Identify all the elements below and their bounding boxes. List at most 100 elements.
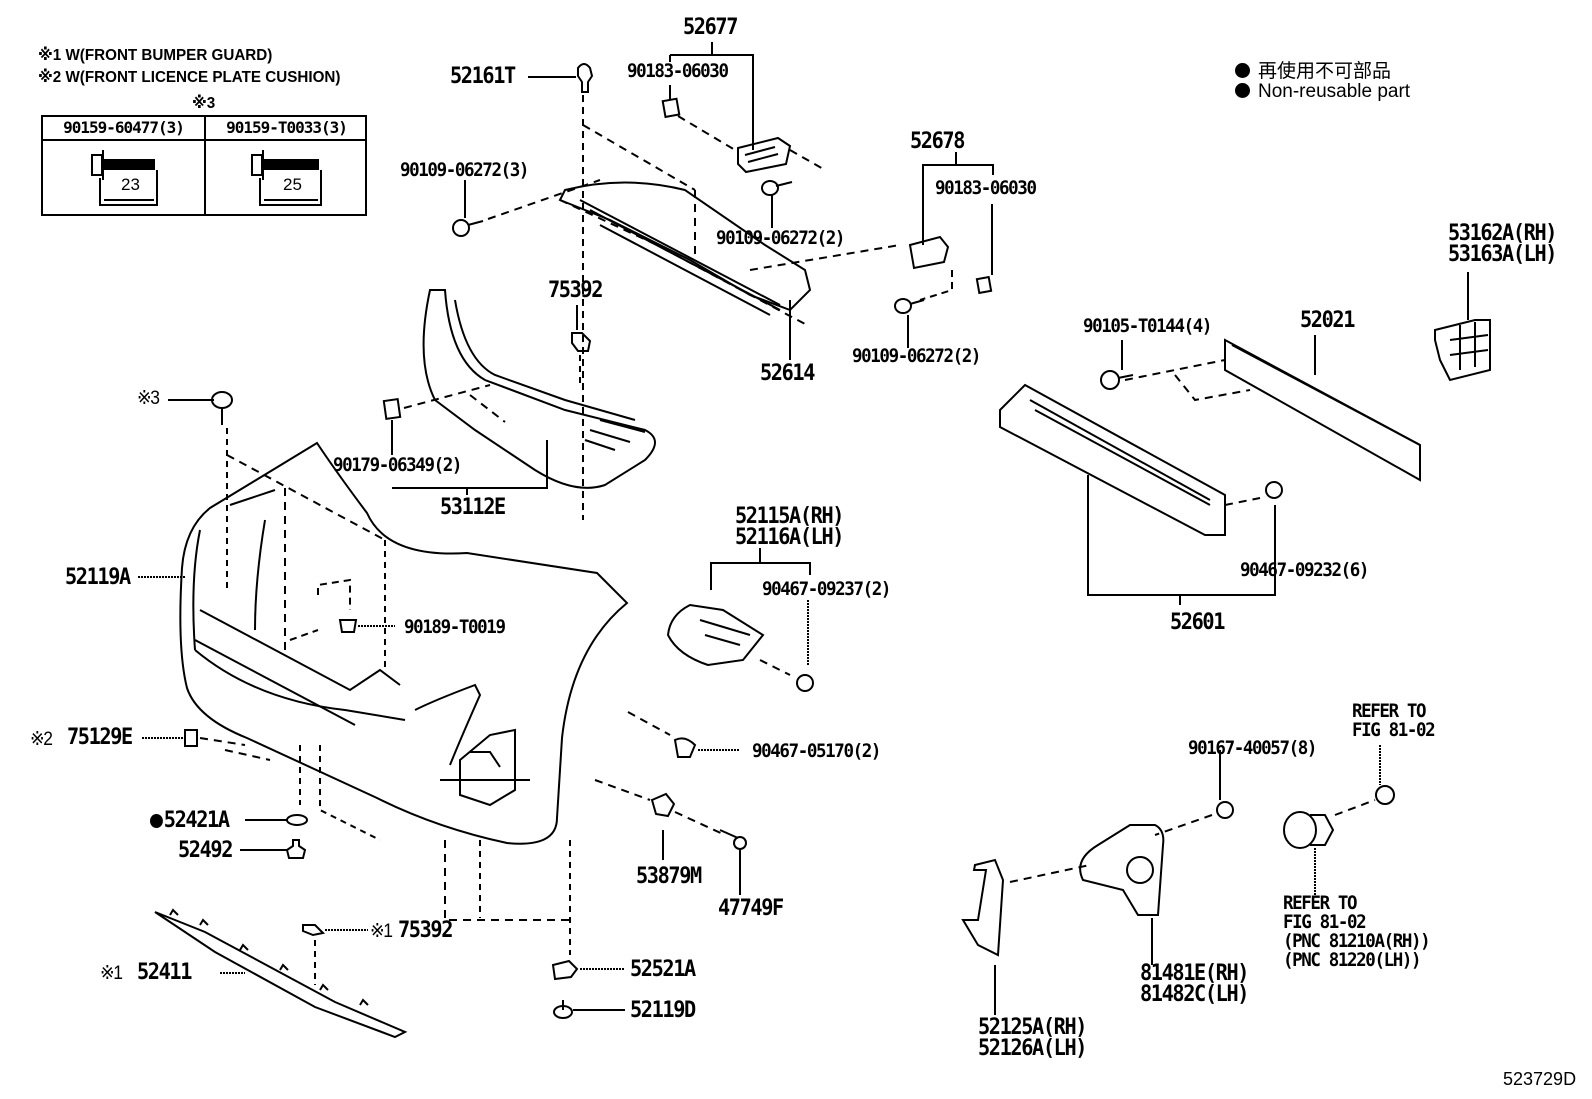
leader-52677 xyxy=(669,42,754,150)
part-label-52126A[interactable]: 52126A(LH) xyxy=(978,1036,1087,1061)
bracket-52115A-icon xyxy=(666,548,814,692)
clip-52492-icon xyxy=(240,839,307,859)
part-label-53163A[interactable]: 53163A(LH) xyxy=(1448,242,1557,267)
absorber-52601-icon xyxy=(999,383,1283,605)
part-label-52421A[interactable]: 52421A xyxy=(150,808,230,833)
bolt-52119D-icon xyxy=(553,1000,625,1019)
part-label-90183-b[interactable]: 90183-06030 xyxy=(935,177,1037,199)
legend-english: Non-reusable part xyxy=(1235,81,1410,103)
refer-bottom-line-1[interactable]: REFER TO xyxy=(1283,892,1358,914)
part-label-note3[interactable]: ※3 xyxy=(137,388,160,409)
legend-english-text: Non-reusable part xyxy=(1258,81,1411,102)
bolt-table: 90159-60477(3) 23 90159-T0033(3) 25 xyxy=(41,115,367,216)
non-reusable-dot-icon xyxy=(150,814,163,828)
bolt-90105-icon xyxy=(1100,340,1134,390)
refer-top-line-2[interactable]: FIG 81-02 xyxy=(1352,719,1436,741)
refer-bottom-line-3[interactable]: (PNC 81210A(RH)) xyxy=(1283,930,1431,952)
part-mark-75129E: ※2 xyxy=(30,729,53,750)
part-label-52119D[interactable]: 52119D xyxy=(630,998,696,1023)
cover-81481E-icon xyxy=(1079,750,1234,965)
part-label-52421A-text: 52421A xyxy=(163,808,230,833)
legend-japanese-text: 再使用不可部品 xyxy=(1258,61,1392,82)
part-label-52119A[interactable]: 52119A xyxy=(65,565,131,590)
figure-id: 523729D xyxy=(1503,1069,1577,1089)
bolt-table-col-1: 90159-60477(3) 23 xyxy=(43,117,206,214)
non-reusable-dot-icon xyxy=(1235,63,1250,78)
clip-53879M-icon xyxy=(650,792,726,860)
bolt-23mm-icon xyxy=(91,150,158,206)
bolt-note3-icon xyxy=(168,391,386,670)
part-label-75392-bottom[interactable]: 75392 xyxy=(398,918,453,943)
note-2: ※2 W(FRONT LICENCE PLATE CUSHION) xyxy=(38,69,341,86)
clip-75392-top-icon xyxy=(571,305,592,385)
part-label-81481E[interactable]: 81481E(RH) xyxy=(1140,961,1249,986)
part-label-90167[interactable]: 90167-40057(8) xyxy=(1188,737,1317,759)
refer-top-line-1[interactable]: REFER TO xyxy=(1352,700,1427,722)
part-label-52411[interactable]: 52411 xyxy=(137,960,192,985)
bolt-table-part-1: 90159-60477(3) xyxy=(43,117,204,141)
part-label-52521A[interactable]: 52521A xyxy=(630,957,696,982)
leader-52678 xyxy=(894,152,994,348)
clip-52161T-icon xyxy=(528,63,594,520)
part-label-52021[interactable]: 52021 xyxy=(1300,308,1355,333)
grille-53112E-icon xyxy=(382,289,656,495)
part-label-53112E[interactable]: 53112E xyxy=(440,495,506,520)
part-label-75392-top[interactable]: 75392 xyxy=(548,278,603,303)
part-label-90109-2a[interactable]: 90109-06272(2) xyxy=(716,227,845,249)
part-label-52492[interactable]: 52492 xyxy=(178,838,233,863)
bumper-52119A-icon xyxy=(138,441,671,955)
part-label-90179[interactable]: 90179-06349(2) xyxy=(333,454,462,476)
part-label-52614[interactable]: 52614 xyxy=(760,361,815,386)
nut-90189-icon xyxy=(289,578,395,641)
bracket-52677-icon xyxy=(737,136,826,174)
part-label-90467-09232[interactable]: 90467-09232(6) xyxy=(1240,559,1369,581)
clip-90467-05170-icon xyxy=(673,737,740,758)
part-label-75129E[interactable]: 75129E xyxy=(67,725,133,750)
clip-75392-bottom-icon xyxy=(302,924,368,985)
reinforcement-52021-icon xyxy=(1124,335,1421,482)
part-label-52677[interactable]: 52677 xyxy=(683,15,738,40)
bracket-53162A-icon xyxy=(1434,272,1491,382)
part-label-53879M[interactable]: 53879M xyxy=(636,864,702,889)
part-label-52116A[interactable]: 52116A(LH) xyxy=(735,525,844,550)
part-mark-52411: ※1 xyxy=(100,963,123,984)
grille-52614-icon xyxy=(558,124,901,360)
bolt-table-col-2: 90159-T0033(3) 25 xyxy=(206,117,367,214)
molding-52125A-icon xyxy=(961,858,1091,1015)
part-label-81482C[interactable]: 81482C(LH) xyxy=(1140,982,1249,1007)
grommet-52421A-icon xyxy=(245,814,308,826)
part-label-90467-09237[interactable]: 90467-09237(2) xyxy=(762,578,891,600)
part-label-52601[interactable]: 52601 xyxy=(1170,610,1225,635)
note-1: ※1 W(FRONT BUMPER GUARD) xyxy=(38,47,273,64)
fog-lamp-icon xyxy=(1283,745,1395,895)
part-label-47749F[interactable]: 47749F xyxy=(718,896,784,921)
non-reusable-dot-icon xyxy=(1235,83,1250,98)
refer-bottom-line-2[interactable]: FIG 81-02 xyxy=(1283,911,1367,933)
screw-47749F-icon xyxy=(719,829,747,895)
part-label-52115A[interactable]: 52115A(RH) xyxy=(735,504,844,529)
refer-bottom-line-4[interactable]: (PNC 81220(LH)) xyxy=(1283,949,1422,971)
bolt-length-1: 23 xyxy=(121,175,140,194)
guard-52411-icon xyxy=(154,908,408,1039)
part-label-90467-05170[interactable]: 90467-05170(2) xyxy=(752,740,881,762)
legend-japanese: 再使用不可部品 xyxy=(1235,56,1391,83)
part-label-53162A[interactable]: 53162A(RH) xyxy=(1448,221,1557,246)
nut-52521A-icon xyxy=(551,959,625,981)
part-label-90109-2b[interactable]: 90109-06272(2) xyxy=(852,345,981,367)
part-label-90105[interactable]: 90105-T0144(4) xyxy=(1083,315,1212,337)
part-mark-75392-bottom: ※1 xyxy=(370,921,393,942)
bolt-90109-a-icon xyxy=(761,180,793,228)
part-label-90189[interactable]: 90189-T0019 xyxy=(404,616,506,638)
bolt-25mm-icon xyxy=(251,150,322,206)
bolt-length-2: 25 xyxy=(283,175,302,194)
part-label-52161T[interactable]: 52161T xyxy=(450,64,516,89)
bolt-table-part-2: 90159-T0033(3) xyxy=(206,117,367,141)
nut-90183-icon xyxy=(661,97,736,151)
part-label-90183-a[interactable]: 90183-06030 xyxy=(627,60,729,82)
part-label-52125A[interactable]: 52125A(RH) xyxy=(978,1015,1087,1040)
part-label-52678[interactable]: 52678 xyxy=(910,129,965,154)
note-3-title: ※3 xyxy=(192,95,216,112)
part-label-90109-3[interactable]: 90109-06272(3) xyxy=(400,159,529,181)
cushion-75129E-icon xyxy=(142,729,271,761)
